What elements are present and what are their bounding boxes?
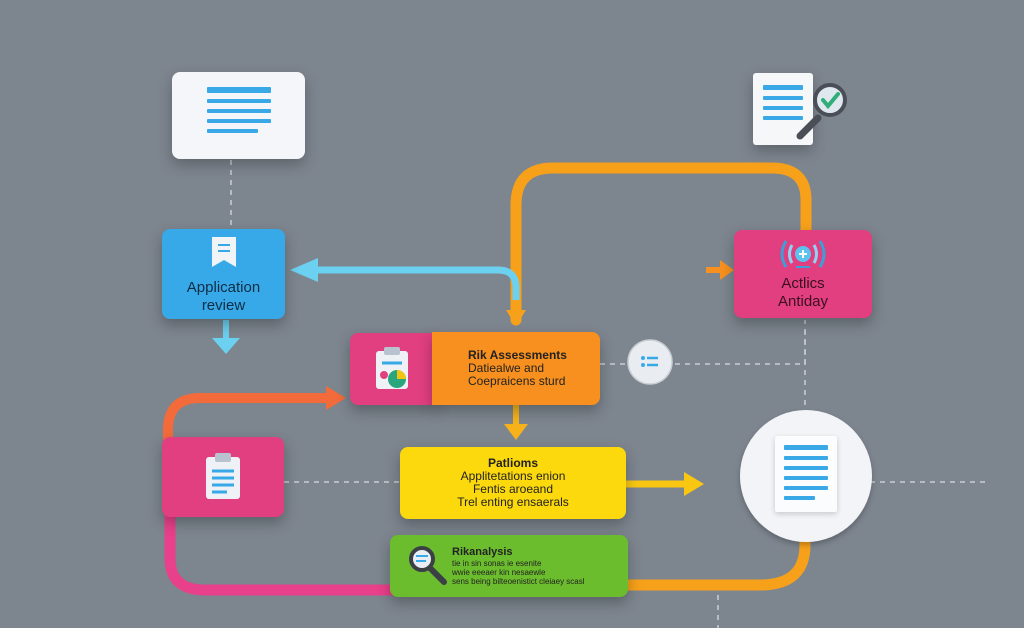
magnifier-check-icon — [796, 83, 847, 140]
policies-title: Patlioms — [487, 456, 538, 470]
actlics-antiday-node[interactable]: Actlics Antiday — [734, 230, 872, 318]
orange-bottom-loop — [620, 535, 811, 591]
pink-bottom-loop — [164, 505, 398, 596]
pink-clipboard-node[interactable] — [162, 437, 284, 517]
clipboard-chart-icon — [376, 347, 408, 389]
policies-line4: Trel enting ensaerals — [457, 495, 569, 509]
risk-analysis-line3: wwie eeeaer kin nesaewle — [452, 568, 546, 577]
orange-drop-head — [504, 424, 528, 440]
blue-arrow-head — [212, 338, 240, 354]
orange-short-head — [720, 260, 734, 280]
magnifier-icon — [409, 546, 447, 585]
risk-assessments-line3: Coepraicens sturd — [468, 374, 566, 388]
orange-loop — [510, 162, 812, 326]
clipboard-icon — [206, 453, 240, 499]
circle-document-card — [775, 436, 837, 512]
left-curve — [163, 393, 330, 440]
risk-assessments-node[interactable]: Rik Assessments Datiealwe and Coepraicen… — [432, 332, 600, 405]
document-icon — [784, 445, 828, 506]
list-icon — [641, 356, 658, 367]
document-icon — [207, 87, 271, 139]
application-review-label-1: Application — [186, 279, 261, 296]
policies-line2: Applitetations enion — [460, 469, 566, 483]
left-curve-head — [326, 386, 346, 410]
risk-analysis-line2: tie in sin sonas ie esenite — [452, 559, 542, 568]
policies-line3: Fentis aroeand — [472, 482, 554, 496]
top-document-card — [172, 72, 305, 159]
application-review-label-2: review — [201, 297, 246, 314]
actlics-label-1: Actlics — [781, 275, 825, 292]
broadcast-icon — [780, 240, 826, 268]
dash-list-to-right — [675, 320, 806, 365]
actlics-label-2: Antiday — [777, 293, 829, 310]
document-check-icon — [763, 85, 803, 126]
cyan-connector — [300, 266, 520, 300]
risk-assessments-icon-box[interactable] — [350, 333, 436, 405]
orange-arrow-down-left — [506, 310, 526, 326]
risk-assessments-line2: Datiealwe and — [468, 361, 545, 375]
cyan-arrow-head — [290, 258, 318, 282]
list-circle-bg — [627, 339, 673, 385]
bookmark-document-icon — [211, 237, 236, 267]
risk-analysis-line4: sens being bilteoenistict cleiaey scasl — [452, 577, 585, 586]
risk-assessments-title: Rik Assessments — [468, 348, 567, 362]
yellow-arrow-head — [684, 472, 704, 496]
risk-analysis-title: Rikanalysis — [452, 546, 513, 558]
policies-node[interactable]: Patlioms Applitetations enion Fentis aro… — [400, 447, 626, 519]
application-review-node[interactable]: Application review — [162, 229, 285, 319]
